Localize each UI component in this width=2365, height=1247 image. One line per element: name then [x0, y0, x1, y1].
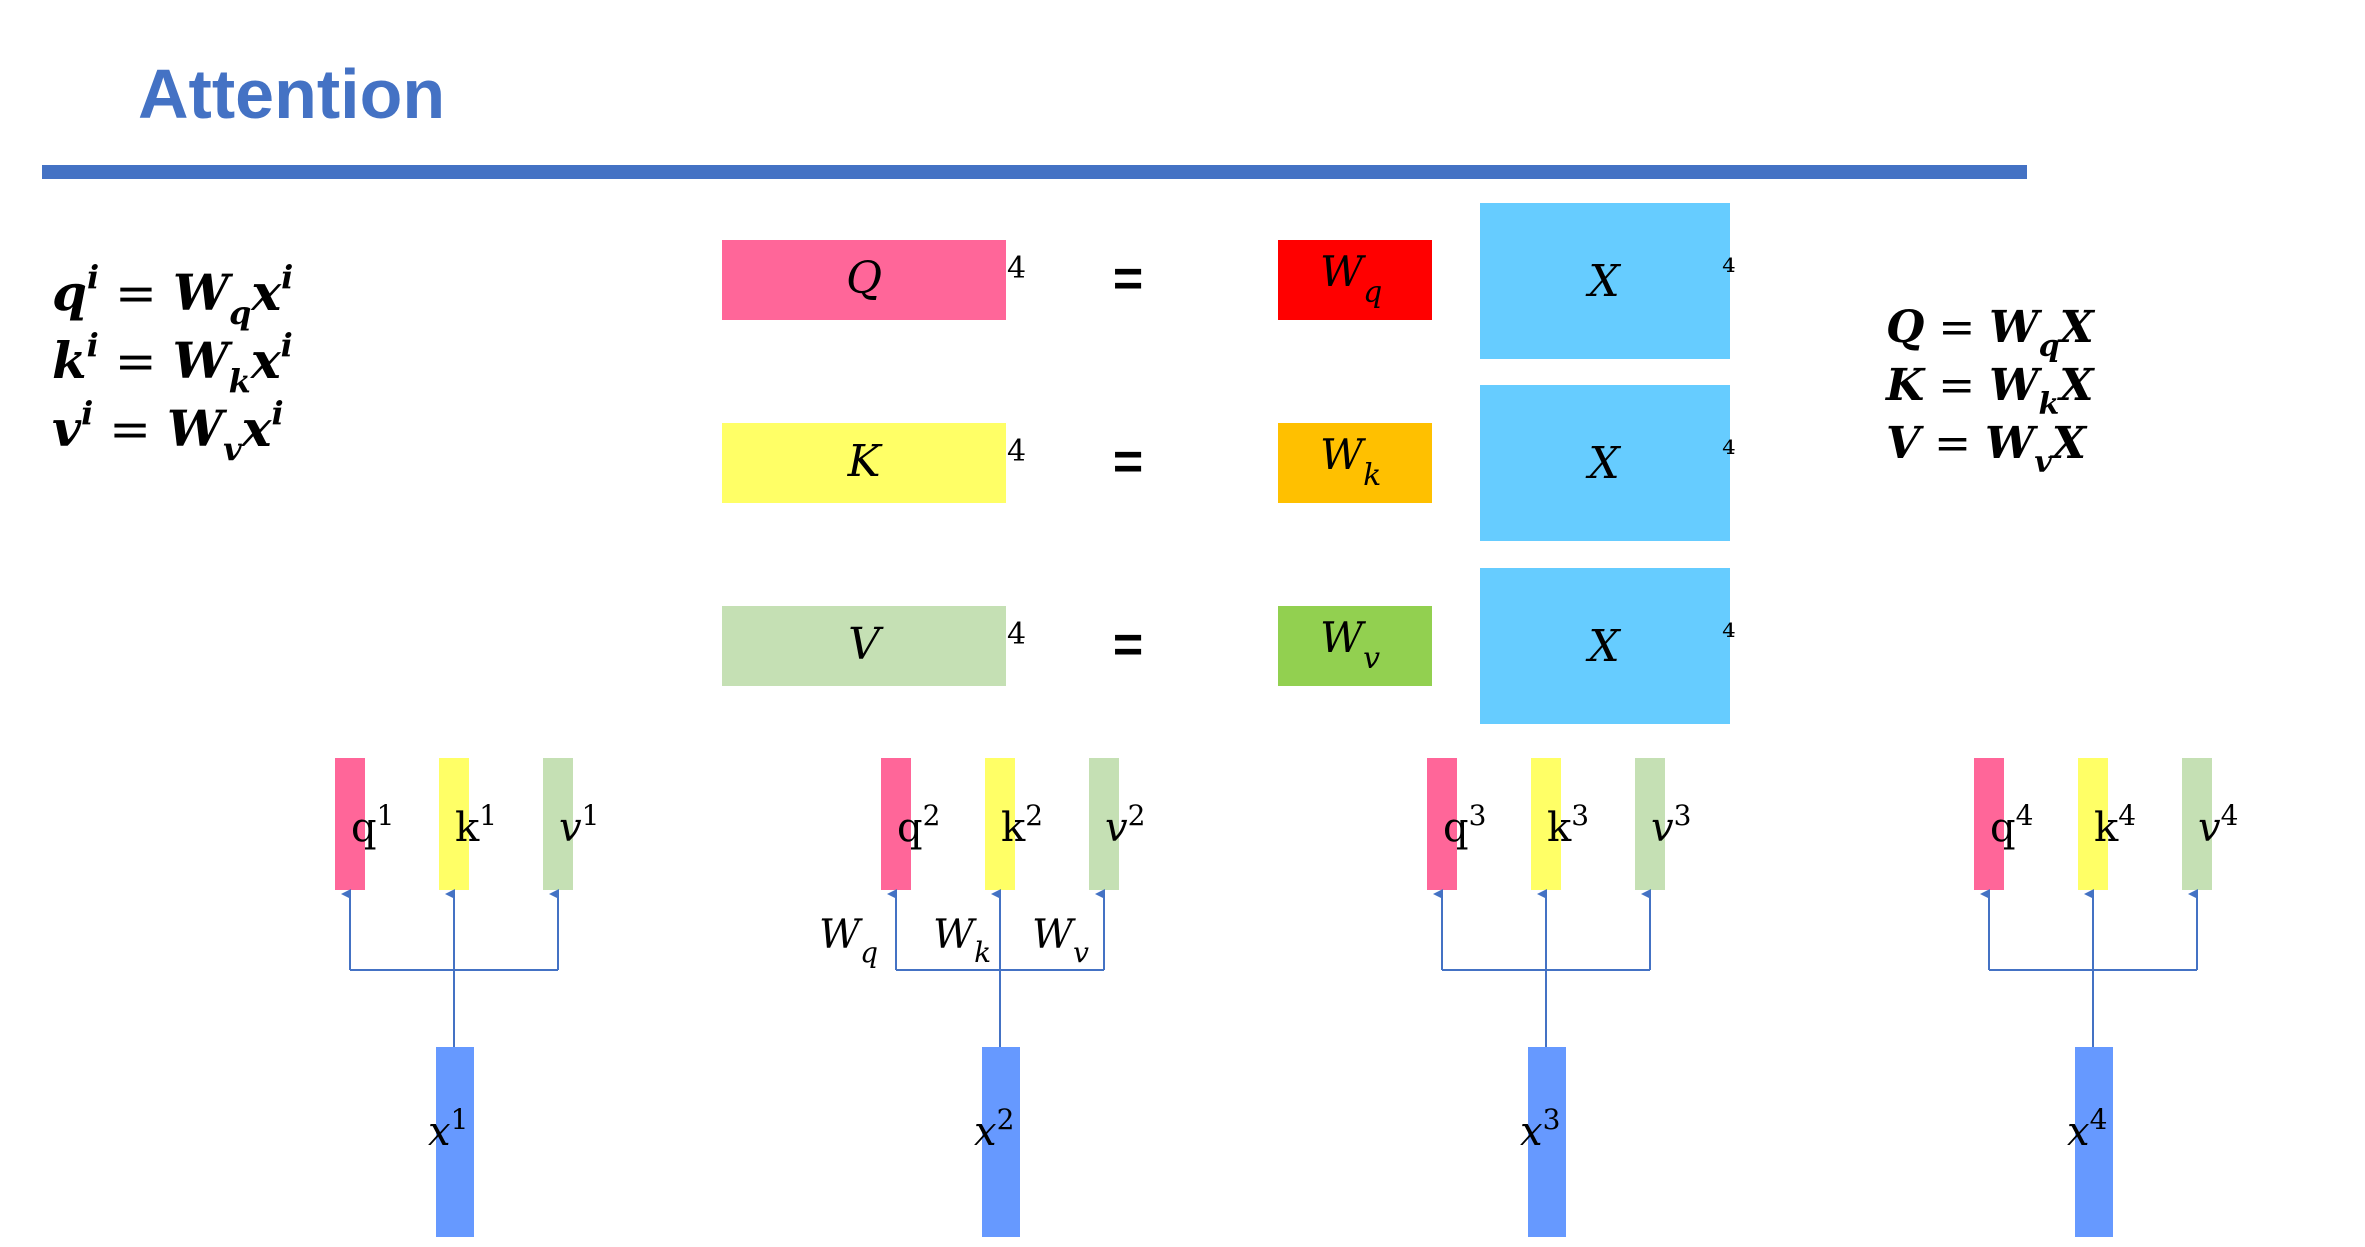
- weight-q-bar: [1278, 240, 1432, 320]
- projection-label-k: Wk: [933, 912, 991, 969]
- matrix-K-label: K: [847, 436, 883, 487]
- weight-q-label: Wq: [1320, 247, 1382, 310]
- v-vector-label: v2: [1105, 799, 1145, 851]
- matrix-Q-label: Q: [846, 253, 882, 304]
- k-vector-bar: [1531, 758, 1561, 890]
- input-matrix-trail: ⁴: [1722, 434, 1736, 474]
- equals-sign: =: [1113, 616, 1143, 674]
- matrix-row-Q: Q 4 = Wq X ⁴: [722, 203, 1736, 359]
- token-column-4: q4 k4 v4 x4: [1974, 758, 2238, 1237]
- input-vector-bar: [436, 1047, 474, 1237]
- input-vector-bar: [1528, 1047, 1566, 1237]
- input-matrix-X: [1480, 385, 1730, 541]
- q-vector-bar: [1427, 758, 1457, 890]
- input-matrix-label: X: [1585, 621, 1621, 672]
- projection-label-q: Wq: [819, 912, 878, 969]
- matrix-row-K: K 4 = Wk X ⁴: [722, 385, 1736, 541]
- weight-k-label: Wk: [1320, 430, 1381, 493]
- input-vector-label: x4: [2067, 1103, 2107, 1155]
- right-equation-K: K = WkX: [1884, 360, 2095, 422]
- input-vector-bar: [2075, 1047, 2113, 1237]
- matrix-V-bar: [722, 606, 1006, 686]
- token-columns: q1 k1 v1 x1 q2 k2 v2 x2 Wq Wk Wv q3 k3 v3 x3 q4 k4 v4 x4: [335, 758, 2238, 1237]
- k-vector-label: k3: [1547, 799, 1589, 851]
- input-matrix-X: [1480, 568, 1730, 724]
- q-vector-bar: [335, 758, 365, 890]
- matrix-V-label: V: [848, 619, 884, 670]
- input-matrix-trail: ⁴: [1722, 617, 1736, 657]
- q-vector-label: q1: [351, 799, 394, 851]
- input-matrix-trail: ⁴: [1722, 252, 1736, 292]
- q-vector-bar: [881, 758, 911, 890]
- right-equation-V: V = WvX: [1886, 418, 2088, 480]
- input-vector-label: x3: [1520, 1103, 1560, 1155]
- k-vector-label: k2: [1001, 799, 1043, 851]
- projection-label-v: Wv: [1032, 912, 1089, 969]
- k-vector-bar: [985, 758, 1015, 890]
- matrix-K-trail: 4: [1007, 434, 1026, 469]
- input-vector-label: x2: [974, 1103, 1014, 1155]
- token-column-2: q2 k2 v2 x2 Wq Wk Wv: [819, 758, 1145, 1237]
- token-column-3: q3 k3 v3 x3: [1427, 758, 1691, 1237]
- input-matrix-label: X: [1585, 438, 1621, 489]
- token-column-1: q1 k1 v1 x1: [335, 758, 599, 1237]
- input-vector-label: x1: [428, 1103, 468, 1155]
- q-vector-bar: [1974, 758, 2004, 890]
- v-vector-bar: [1635, 758, 1665, 890]
- page-title: Attention: [138, 55, 445, 133]
- q-vector-label: q2: [897, 799, 940, 851]
- left-equation-k: ki = Wkxi: [52, 326, 293, 400]
- k-vector-label: k4: [2094, 799, 2136, 851]
- v-vector-bar: [543, 758, 573, 890]
- v-vector-bar: [2182, 758, 2212, 890]
- v-vector-label: v3: [1651, 799, 1691, 851]
- v-vector-label: v4: [2198, 799, 2238, 851]
- k-vector-bar: [439, 758, 469, 890]
- right-equation-Q: Q = WqX: [1886, 302, 2096, 364]
- left-equation-q: qi = Wqxi: [52, 258, 293, 332]
- k-vector-label: k1: [455, 799, 497, 851]
- k-vector-bar: [2078, 758, 2108, 890]
- matrix-Q-trail: 4: [1007, 251, 1026, 286]
- matrix-Q-bar: [722, 240, 1006, 320]
- q-vector-label: q4: [1990, 799, 2033, 851]
- input-matrix-X: [1480, 203, 1730, 359]
- q-vector-label: q3: [1443, 799, 1486, 851]
- weight-v-bar: [1278, 606, 1432, 686]
- equals-sign: =: [1113, 250, 1143, 308]
- equals-sign: =: [1113, 433, 1143, 491]
- input-matrix-label: X: [1585, 256, 1621, 307]
- v-vector-label: v1: [559, 799, 599, 851]
- weight-k-bar: [1278, 423, 1432, 503]
- left-equation-v: vi = Wvxi: [52, 394, 284, 468]
- matrix-row-V: V 4 = Wv X ⁴: [722, 568, 1736, 724]
- input-vector-bar: [982, 1047, 1020, 1237]
- weight-v-label: Wv: [1320, 613, 1380, 676]
- matrix-V-trail: 4: [1007, 617, 1026, 652]
- title-rule: [42, 165, 2027, 179]
- v-vector-bar: [1089, 758, 1119, 890]
- matrix-K-bar: [722, 423, 1006, 503]
